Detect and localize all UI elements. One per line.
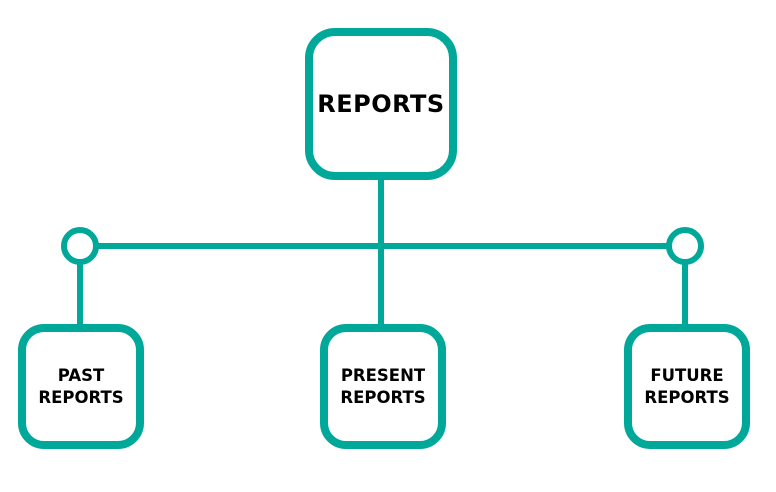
future-reports-node: FUTURE REPORTS xyxy=(624,324,750,449)
reports-root-node: REPORTS xyxy=(305,28,457,180)
reports-root-label: REPORTS xyxy=(317,90,445,118)
left-junction-circle xyxy=(61,227,99,265)
past-reports-label: PAST REPORTS xyxy=(38,365,124,407)
present-reports-node: PRESENT REPORTS xyxy=(320,324,446,449)
future-reports-label: FUTURE REPORTS xyxy=(644,365,730,407)
present-reports-label: PRESENT REPORTS xyxy=(340,365,426,407)
right-junction-circle xyxy=(666,227,704,265)
past-reports-node: PAST REPORTS xyxy=(18,324,144,449)
